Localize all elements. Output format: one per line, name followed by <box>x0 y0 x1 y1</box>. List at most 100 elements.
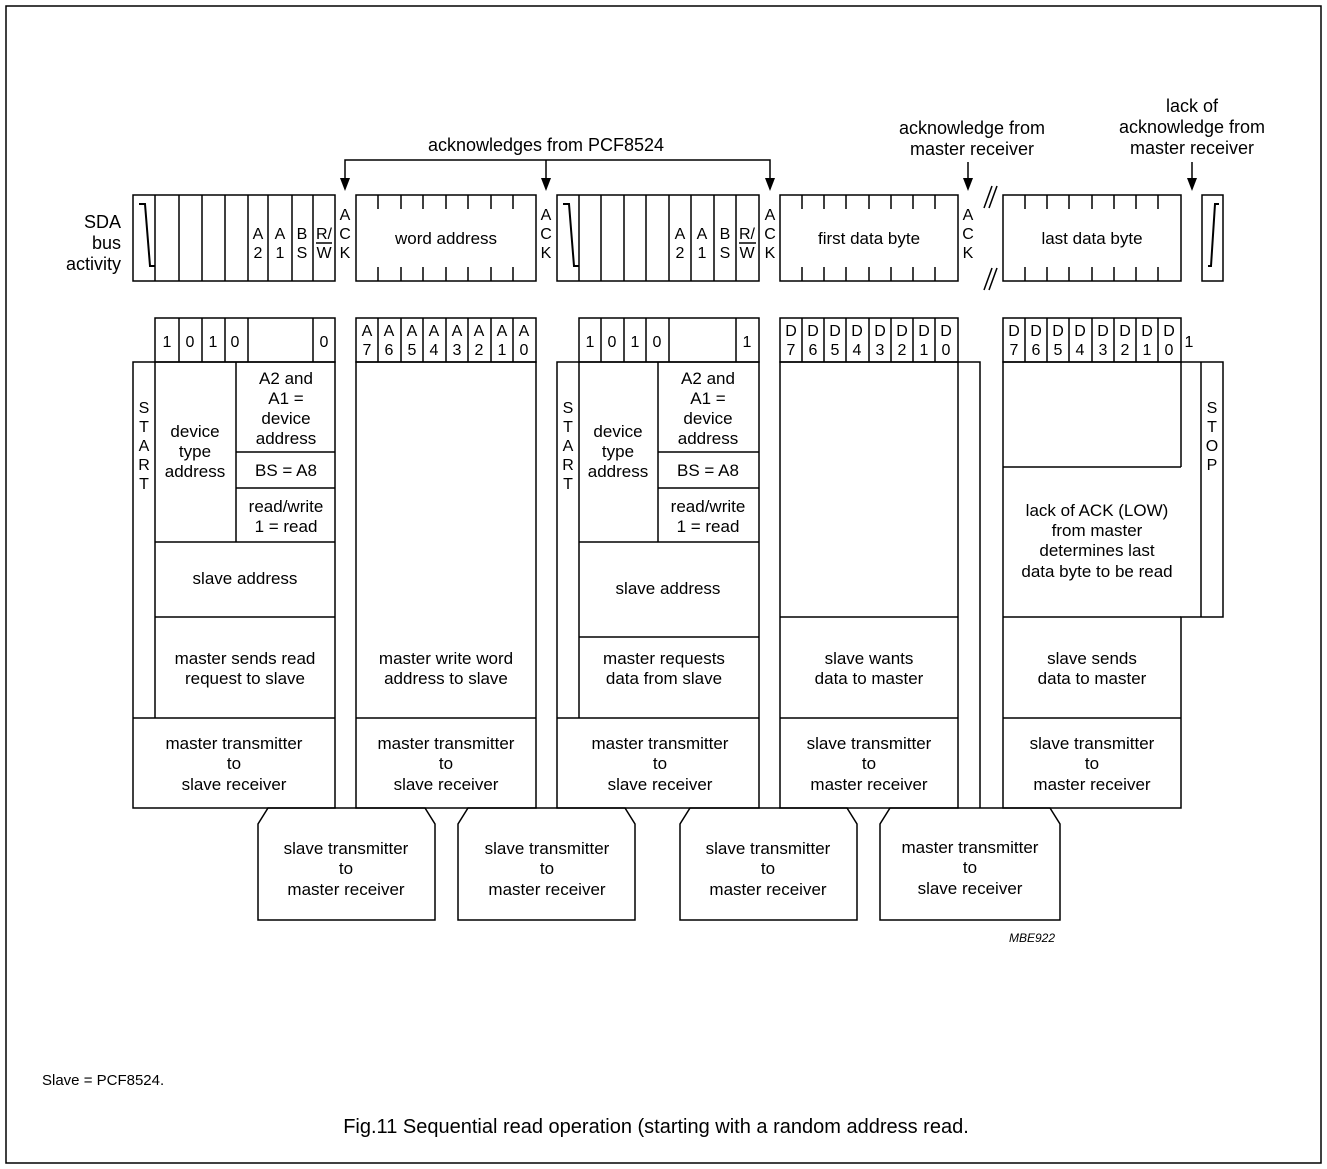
svg-text:2: 2 <box>1121 342 1130 359</box>
svg-text:data from slave: data from slave <box>606 669 722 688</box>
svg-text:2: 2 <box>898 342 907 359</box>
svg-text:device: device <box>261 409 310 428</box>
svg-text:D: D <box>785 323 797 340</box>
svg-text:D: D <box>874 323 886 340</box>
first-data-byte-label: first data byte <box>818 229 920 248</box>
svg-text:A: A <box>675 226 686 243</box>
svg-text:0: 0 <box>520 342 529 359</box>
block-last-data: S T O P lack of ACK (LOW) from master de… <box>1002 361 1224 809</box>
lack-arrow <box>1187 178 1197 191</box>
svg-text:D: D <box>1052 323 1064 340</box>
sda-byte-word-address: word address <box>355 194 537 282</box>
svg-text:A: A <box>384 323 395 340</box>
svg-text:3: 3 <box>876 342 885 359</box>
svg-text:7: 7 <box>1010 342 1019 359</box>
svg-text:slave receiver: slave receiver <box>608 775 713 794</box>
svg-text:slave address: slave address <box>616 579 721 598</box>
svg-text:S: S <box>563 400 574 417</box>
svg-text:A: A <box>474 323 485 340</box>
svg-text:R/: R/ <box>316 226 333 243</box>
svg-text:master receiver: master receiver <box>810 775 927 794</box>
svg-text:2: 2 <box>676 245 685 262</box>
svg-text:W: W <box>316 245 332 262</box>
svg-text:S: S <box>139 400 150 417</box>
svg-text:A: A <box>519 323 530 340</box>
svg-text:0: 0 <box>231 334 240 351</box>
svg-text:slave receiver: slave receiver <box>182 775 287 794</box>
svg-text:B: B <box>297 226 308 243</box>
svg-text:A: A <box>340 207 351 224</box>
svg-text:T: T <box>139 419 149 436</box>
block-word-address: master write word address to slave maste… <box>355 361 537 809</box>
svg-text:2: 2 <box>254 245 263 262</box>
svg-text:R: R <box>138 457 150 474</box>
svg-text:2: 2 <box>475 342 484 359</box>
svg-text:0: 0 <box>186 334 195 351</box>
svg-text:D: D <box>1030 323 1042 340</box>
sda-ack-2: A C K <box>540 207 552 262</box>
svg-text:P: P <box>1207 457 1218 474</box>
figure-code: MBE922 <box>1009 931 1055 945</box>
svg-text:data to master: data to master <box>1038 669 1147 688</box>
svg-text:K: K <box>963 245 974 262</box>
svg-text:to: to <box>540 859 554 878</box>
svg-text:address to slave: address to slave <box>384 669 508 688</box>
block-device-write: S T A R T device type address A2 and A1 … <box>132 361 336 809</box>
ack-block-2: slave transmitter to master receiver <box>457 807 636 921</box>
ack-arrow-3 <box>765 178 775 191</box>
svg-text:slave address: slave address <box>193 569 298 588</box>
svg-text:C: C <box>540 226 552 243</box>
ack-master-label-2: master receiver <box>910 139 1034 159</box>
svg-text:1: 1 <box>586 334 595 351</box>
svg-text:4: 4 <box>853 342 862 359</box>
svg-text:0: 0 <box>942 342 951 359</box>
svg-text:1: 1 <box>698 245 707 262</box>
svg-text:5: 5 <box>408 342 417 359</box>
svg-text:master receiver: master receiver <box>488 880 605 899</box>
svg-text:address: address <box>588 462 648 481</box>
svg-text:D: D <box>807 323 819 340</box>
sda-ack-3: A C K <box>764 207 776 262</box>
svg-text:D: D <box>1008 323 1020 340</box>
svg-text:A1 =: A1 = <box>268 389 304 408</box>
svg-text:A: A <box>253 226 264 243</box>
bits-last-data: D7 D6 D5 D4 D3 D2 D1 D0 1 <box>1002 317 1194 363</box>
last-data-byte-label: last data byte <box>1041 229 1142 248</box>
svg-text:master requests: master requests <box>603 649 725 668</box>
svg-text:T: T <box>1207 419 1217 436</box>
lack-label-1: lack of <box>1166 96 1219 116</box>
svg-text:A: A <box>497 323 508 340</box>
svg-text:1: 1 <box>631 334 640 351</box>
svg-text:read/write: read/write <box>671 497 746 516</box>
svg-text:S: S <box>1207 400 1218 417</box>
svg-text:C: C <box>764 226 776 243</box>
svg-text:A: A <box>407 323 418 340</box>
sda-byte-first-data: first data byte <box>779 194 959 282</box>
svg-text:address: address <box>165 462 225 481</box>
svg-text:D: D <box>829 323 841 340</box>
bits-device-write: 1 0 1 0 0 <box>154 317 336 363</box>
svg-text:determines last: determines last <box>1039 541 1155 560</box>
svg-text:6: 6 <box>385 342 394 359</box>
svg-text:1: 1 <box>1143 342 1152 359</box>
svg-text:A: A <box>275 226 286 243</box>
svg-text:D: D <box>851 323 863 340</box>
svg-text:4: 4 <box>430 342 439 359</box>
svg-text:slave receiver: slave receiver <box>394 775 499 794</box>
figure-frame <box>5 5 1322 1164</box>
svg-text:master receiver: master receiver <box>709 880 826 899</box>
svg-text:B: B <box>720 226 731 243</box>
svg-text:bus: bus <box>92 233 121 253</box>
bits-device-read: 1 0 1 0 1 <box>578 317 760 363</box>
svg-text:read/write: read/write <box>249 497 324 516</box>
svg-text:D: D <box>1119 323 1131 340</box>
svg-text:from master: from master <box>1052 521 1143 540</box>
word-address-label: word address <box>394 229 497 248</box>
svg-text:A: A <box>362 323 373 340</box>
svg-text:address: address <box>678 429 738 448</box>
ack-master-arrow <box>963 178 973 191</box>
sda-ack-4: A C K <box>962 207 974 262</box>
svg-text:slave transmitter: slave transmitter <box>1030 734 1155 753</box>
svg-text:master transmitter: master transmitter <box>378 734 515 753</box>
